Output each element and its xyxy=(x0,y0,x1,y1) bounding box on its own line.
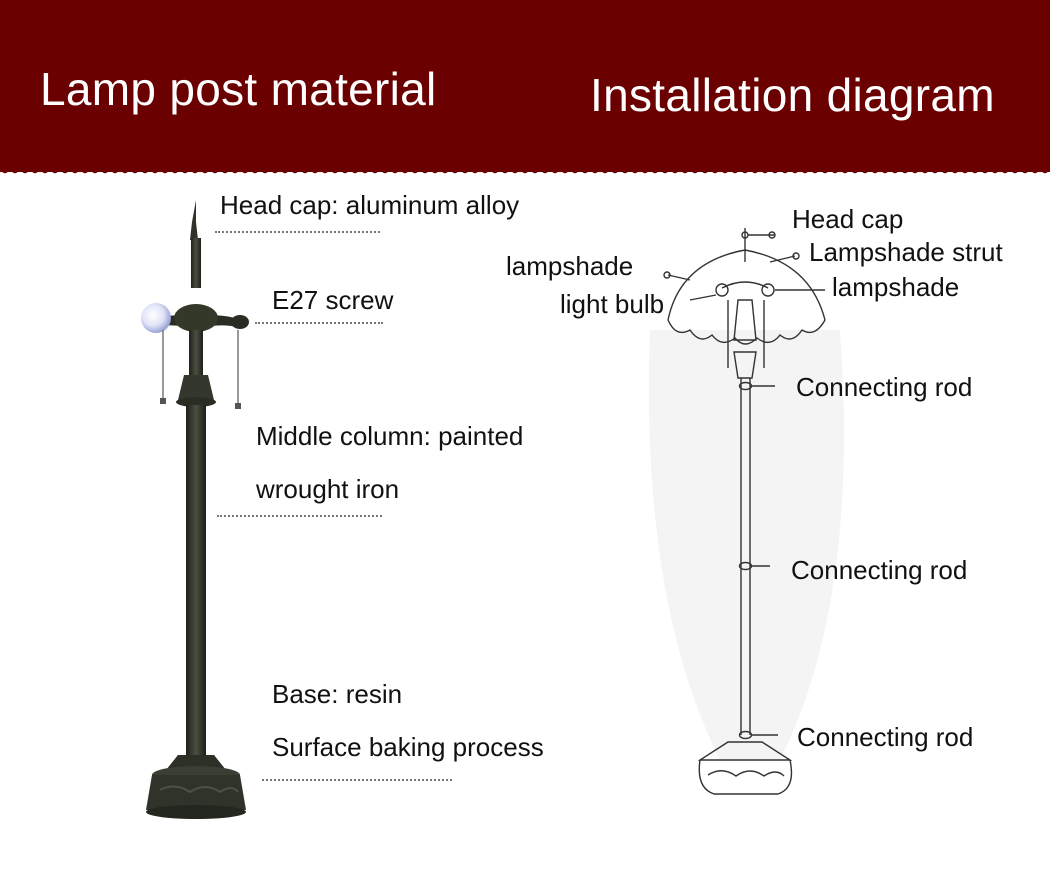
diagram-lampshade-right-label: lampshade xyxy=(832,272,960,302)
base-material-label-line1: Base: resin xyxy=(272,679,403,709)
installation-sketch xyxy=(648,228,844,795)
diagram-rod-top-label: Connecting rod xyxy=(796,372,973,402)
base-leader xyxy=(262,779,452,781)
left-title: Lamp post material xyxy=(40,63,437,115)
head-cap-leader xyxy=(215,231,380,233)
header-banner xyxy=(0,0,1050,172)
diagram-strut-label: Lampshade strut xyxy=(809,237,1003,267)
screw-material-label: E27 screw xyxy=(272,285,394,315)
column-material-label-line2: wrought iron xyxy=(256,474,400,504)
diagram-rod-mid-label: Connecting rod xyxy=(791,555,968,585)
right-title: Installation diagram xyxy=(590,69,995,121)
lamp-post-photo xyxy=(141,200,249,819)
screw-leader xyxy=(255,322,383,324)
column-material-label-line1: Middle column: painted xyxy=(256,421,524,451)
diagram-head-cap-label: Head cap xyxy=(792,204,904,234)
head-cap-material-label: Head cap: aluminum alloy xyxy=(220,190,520,220)
base-material-label-line2: Surface baking process xyxy=(272,732,544,762)
diagram-bulb-label: light bulb xyxy=(560,289,665,319)
diagram-rod-bottom-label: Connecting rod xyxy=(797,722,974,752)
column-leader xyxy=(217,515,382,517)
banner-scalloped-edge xyxy=(0,168,1050,178)
diagram-lampshade-left-label: lampshade xyxy=(506,251,634,281)
